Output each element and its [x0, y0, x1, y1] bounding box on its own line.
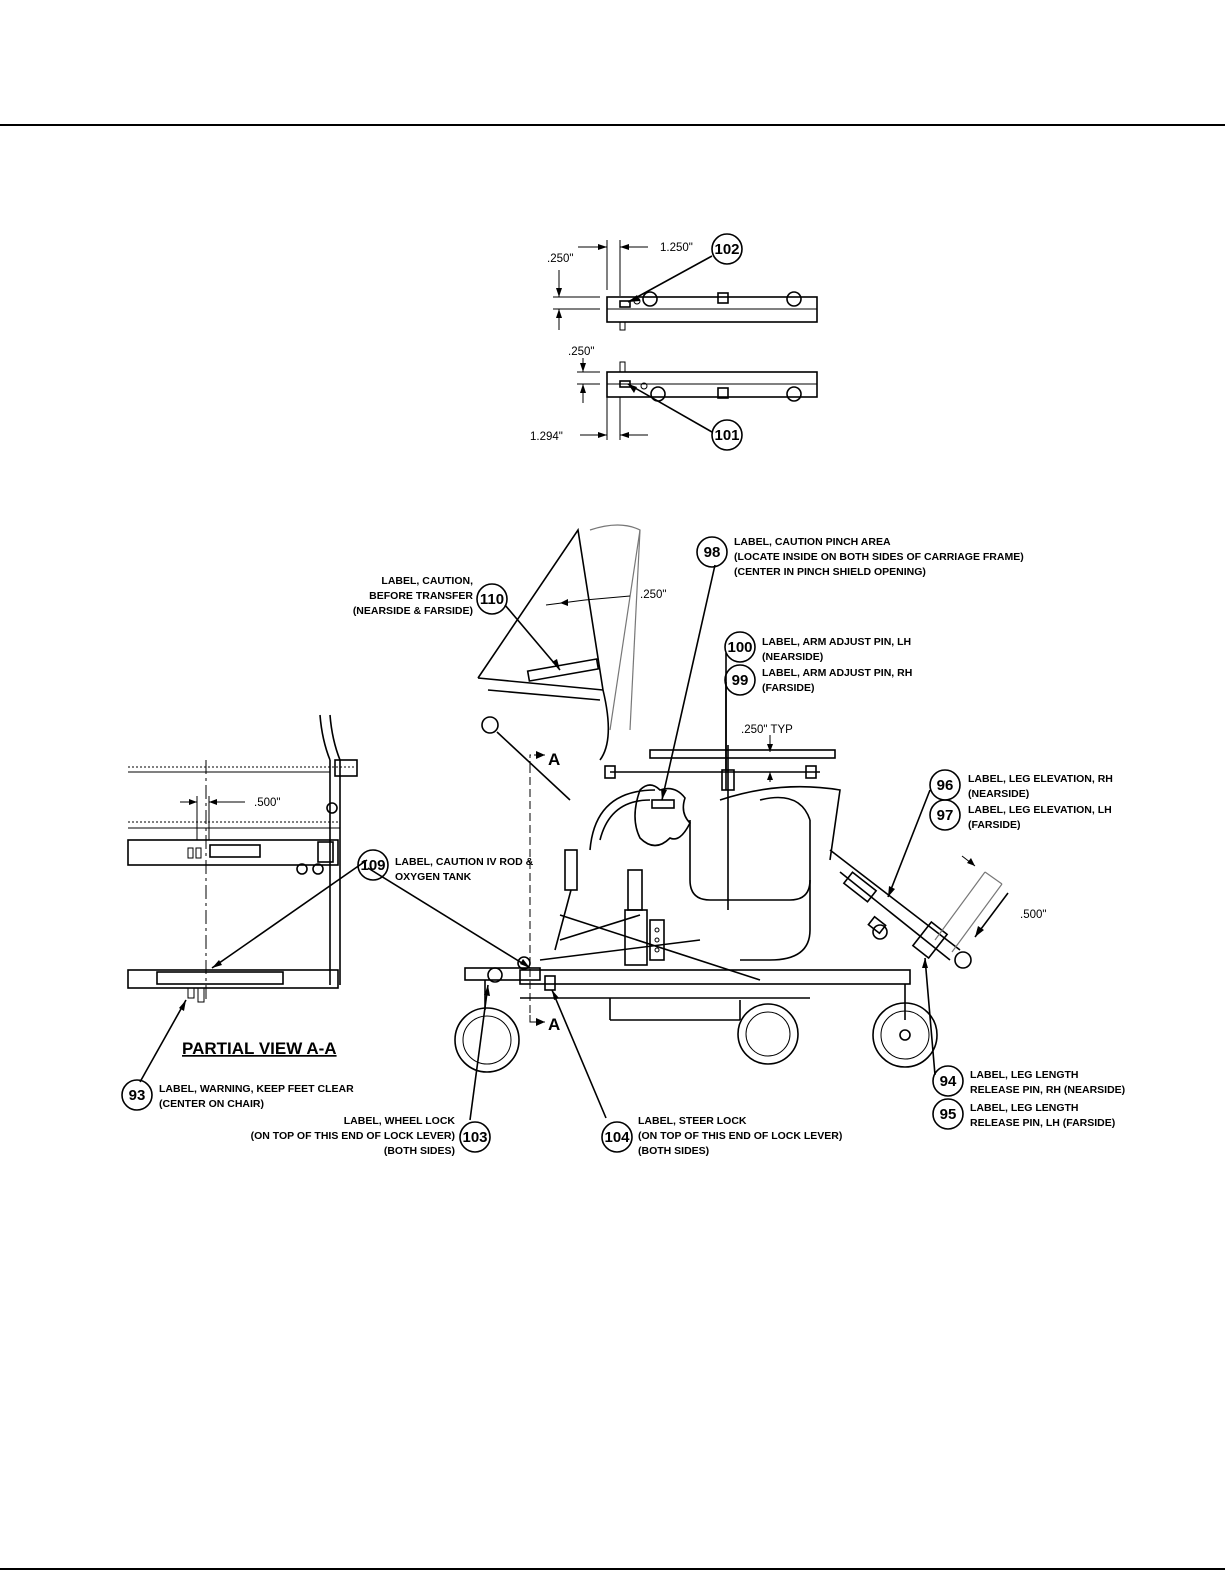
- dim-typ-250: .250" TYP: [741, 724, 793, 736]
- dim-101-vertical: .250": [568, 346, 594, 358]
- svg-text:104: 104: [604, 1129, 630, 1146]
- svg-text:LABEL, CAUTION IV ROD &: LABEL, CAUTION IV ROD &: [395, 856, 534, 868]
- partial-view-a-a: [127, 714, 358, 1003]
- dim-101-horizontal: 1.294": [530, 431, 563, 443]
- svg-text:BEFORE TRANSFER: BEFORE TRANSFER: [369, 590, 473, 602]
- callout-bubble-101: 101: [711, 419, 743, 451]
- svg-text:98: 98: [704, 544, 721, 561]
- svg-text:LABEL, LEG LENGTH: LABEL, LEG LENGTH: [970, 1102, 1079, 1114]
- callout-100: 100 LABEL, ARM ADJUST PIN, LH (NEARSIDE): [724, 631, 911, 663]
- svg-text:(FARSIDE): (FARSIDE): [968, 819, 1021, 831]
- chair-assembly: [454, 524, 1009, 1073]
- svg-text:103: 103: [462, 1129, 487, 1146]
- svg-text:LABEL, CAUTION PINCH AREA: LABEL, CAUTION PINCH AREA: [734, 536, 891, 548]
- leader-lines: [139, 564, 936, 1121]
- svg-text:LABEL, ARM ADJUST PIN, LH: LABEL, ARM ADJUST PIN, LH: [762, 636, 911, 648]
- callout-96: 96 LABEL, LEG ELEVATION, RH (NEARSIDE): [929, 769, 1113, 801]
- top-rule: [0, 124, 1225, 126]
- callout-93: 93 LABEL, WARNING, KEEP FEET CLEAR (CENT…: [121, 1079, 354, 1111]
- svg-text:LABEL, WARNING, KEEP FEET CLEA: LABEL, WARNING, KEEP FEET CLEAR: [159, 1083, 354, 1095]
- svg-text:LABEL, LEG ELEVATION, LH: LABEL, LEG ELEVATION, LH: [968, 804, 1112, 816]
- dim-back-250: .250": [640, 589, 666, 601]
- svg-text:(CENTER ON CHAIR): (CENTER ON CHAIR): [159, 1098, 264, 1110]
- callout-109: 109 LABEL, CAUTION IV ROD & OXYGEN TANK: [357, 849, 534, 883]
- svg-text:LABEL, WHEEL LOCK: LABEL, WHEEL LOCK: [344, 1115, 456, 1127]
- svg-text:LABEL, LEG LENGTH: LABEL, LEG LENGTH: [970, 1069, 1079, 1081]
- svg-text:94: 94: [940, 1073, 957, 1090]
- svg-text:OXYGEN TANK: OXYGEN TANK: [395, 871, 472, 883]
- dim-102-vertical: .250": [547, 253, 573, 265]
- section-marker-bottom: A: [548, 1015, 560, 1034]
- svg-text:(ON TOP OF THIS END OF LOCK LE: (ON TOP OF THIS END OF LOCK LEVER): [638, 1130, 842, 1142]
- section-marker-top: A: [548, 750, 560, 769]
- svg-text:LABEL, STEER LOCK: LABEL, STEER LOCK: [638, 1115, 747, 1127]
- svg-text:LABEL, ARM ADJUST PIN, RH: LABEL, ARM ADJUST PIN, RH: [762, 667, 912, 679]
- bottom-rule: [0, 1568, 1225, 1570]
- svg-text:RELEASE PIN, LH (FARSIDE): RELEASE PIN, LH (FARSIDE): [970, 1117, 1115, 1129]
- svg-text:96: 96: [937, 777, 954, 794]
- svg-text:97: 97: [937, 807, 954, 824]
- svg-text:101: 101: [714, 427, 739, 444]
- callout-98: 98 LABEL, CAUTION PINCH AREA (LOCATE INS…: [696, 536, 1024, 578]
- callout-110: 110 LABEL, CAUTION, BEFORE TRANSFER (NEA…: [353, 575, 508, 617]
- callout-95: 95 LABEL, LEG LENGTH RELEASE PIN, LH (FA…: [932, 1098, 1115, 1130]
- callout-bubble-102: 102: [711, 233, 743, 265]
- svg-text:95: 95: [940, 1106, 957, 1123]
- callout-97: 97 LABEL, LEG ELEVATION, LH (FARSIDE): [929, 799, 1112, 831]
- svg-text:(NEARSIDE): (NEARSIDE): [968, 788, 1029, 800]
- svg-text:99: 99: [732, 672, 749, 689]
- svg-text:LABEL, LEG ELEVATION, RH: LABEL, LEG ELEVATION, RH: [968, 773, 1113, 785]
- svg-text:LABEL, CAUTION,: LABEL, CAUTION,: [381, 575, 473, 587]
- svg-text:(FARSIDE): (FARSIDE): [762, 682, 815, 694]
- svg-text:(CENTER IN PINCH SHIELD OPENIN: (CENTER IN PINCH SHIELD OPENING): [734, 566, 926, 578]
- svg-text:(BOTH SIDES): (BOTH SIDES): [638, 1145, 709, 1157]
- svg-text:(BOTH SIDES): (BOTH SIDES): [384, 1145, 455, 1157]
- detail-102: [553, 240, 818, 331]
- svg-text:RELEASE PIN, RH (NEARSIDE): RELEASE PIN, RH (NEARSIDE): [970, 1084, 1125, 1096]
- svg-text:(LOCATE INSIDE ON BOTH SIDES O: (LOCATE INSIDE ON BOTH SIDES OF CARRIAGE…: [734, 551, 1024, 563]
- svg-text:93: 93: [129, 1087, 146, 1104]
- svg-text:100: 100: [727, 639, 752, 656]
- svg-text:(ON TOP OF THIS END OF LOCK LE: (ON TOP OF THIS END OF LOCK LEVER): [251, 1130, 455, 1142]
- callout-99: 99 LABEL, ARM ADJUST PIN, RH (FARSIDE): [724, 664, 912, 696]
- dim-leg-500: .500": [1020, 909, 1046, 921]
- dim-partial-500: .500": [254, 797, 280, 809]
- svg-text:(NEARSIDE): (NEARSIDE): [762, 651, 823, 663]
- partial-view-title: PARTIAL VIEW A-A: [182, 1039, 337, 1058]
- callout-103: 103 LABEL, WHEEL LOCK (ON TOP OF THIS EN…: [251, 1115, 491, 1157]
- svg-text:(NEARSIDE & FARSIDE): (NEARSIDE & FARSIDE): [353, 605, 473, 617]
- svg-text:110: 110: [480, 591, 504, 608]
- detail-101: [577, 358, 818, 440]
- svg-text:109: 109: [360, 857, 385, 874]
- svg-text:102: 102: [714, 241, 739, 258]
- dim-102-horizontal: 1.250": [660, 242, 693, 254]
- callout-94: 94 LABEL, LEG LENGTH RELEASE PIN, RH (NE…: [932, 1065, 1125, 1097]
- callout-104: 104 LABEL, STEER LOCK (ON TOP OF THIS EN…: [601, 1115, 842, 1157]
